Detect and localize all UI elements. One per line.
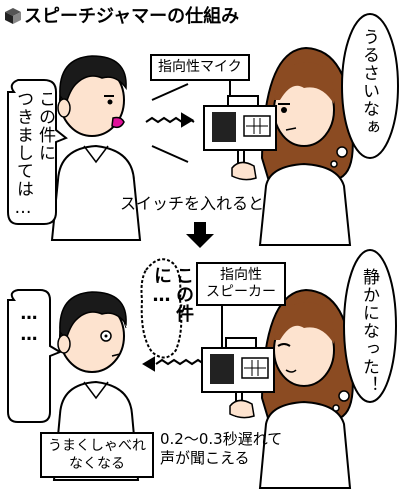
top-speaker-speech-text: この件に つきましては… [13,90,55,219]
echoed-speech-bubble [140,258,183,359]
directional-speaker-label: 指向性 スピーカー [196,262,286,306]
echoed-speech-text: この件に… [151,266,194,323]
bottom-speaker-speech-text: …… [19,304,39,346]
delayed-sound-waves [142,356,205,372]
top-woman-thought-text: うるさいなぁ [359,28,379,136]
cube-icon [5,8,21,24]
diagram-title-text: スピーチジャマーの仕組み [24,6,240,27]
bottom-woman-thought-text: 静かになった！ [359,268,379,394]
woman-top-thought-bubble [330,13,399,168]
bottom-man-speech-bubble [7,289,63,423]
woman-bottom-thought-bubble [332,249,397,412]
top-man-speech-bubble [7,79,68,225]
transition-caption: スイッチを入れると [120,194,265,213]
diagram-title: スピーチジャマーの仕組み [4,2,239,28]
directional-mic-device [203,80,277,181]
directional-speaker-device [201,306,275,419]
man-speaking-figure [50,55,142,241]
effect-note-box: うまくしゃべれ なくなる [40,432,154,478]
woman-bottom-figure [258,288,354,489]
woman-top-figure [258,46,354,246]
delay-note-caption: 0.2〜0.3秒遅れて 声が聞こえる [160,430,283,467]
speech-sound-waves [145,83,195,163]
directional-mic-label: 指向性マイク [150,54,250,81]
down-arrow-icon [186,222,214,248]
